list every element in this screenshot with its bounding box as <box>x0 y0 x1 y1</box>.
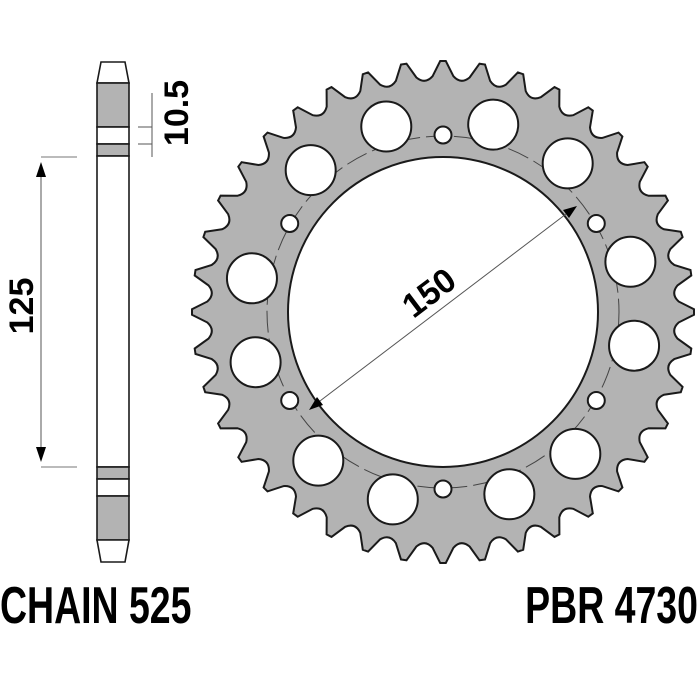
part-number-label: PBR 4730 <box>525 577 698 635</box>
thickness-dimension: 10.5 <box>138 80 196 157</box>
bolt-hole <box>433 479 453 499</box>
large-hole <box>366 473 419 526</box>
sprocket-side-view <box>96 61 130 563</box>
bolt-hole <box>280 391 300 410</box>
bolt-circle-dimension: 125 <box>3 156 77 468</box>
side-view-band-white-bottom <box>96 478 130 497</box>
side-view-band-gray-bottom <box>96 466 130 480</box>
large-hole <box>483 468 536 521</box>
large-hole <box>541 137 594 190</box>
arrow-down-icon <box>36 447 46 462</box>
bolt-hole <box>433 125 453 145</box>
lightening-holes <box>225 98 661 526</box>
large-hole <box>284 144 337 197</box>
large-hole <box>608 319 661 372</box>
side-view-hub-bottom <box>96 495 130 541</box>
bolt-hole <box>586 391 606 410</box>
arrow-upright-icon <box>563 206 577 218</box>
side-view-band-gray-top <box>96 143 130 157</box>
large-hole <box>549 427 602 480</box>
large-hole <box>292 434 345 487</box>
sprocket-front-view <box>191 60 695 564</box>
side-view-top-taper <box>96 61 130 84</box>
chain-size-label: CHAIN 525 <box>0 577 192 635</box>
large-hole <box>225 252 278 305</box>
bolt-hole <box>280 214 300 233</box>
large-hole <box>229 336 282 389</box>
side-view-body <box>96 155 130 468</box>
center-bore <box>287 156 599 468</box>
arrow-up-icon <box>36 162 46 177</box>
large-hole <box>604 235 657 288</box>
bolt-circle-label: 125 <box>3 278 41 335</box>
side-view-band-white-top <box>96 126 130 145</box>
thickness-label: 10.5 <box>158 80 196 146</box>
bolt-hole <box>586 214 606 233</box>
large-hole <box>360 100 413 153</box>
side-view-hub-top <box>96 82 130 128</box>
side-view-bottom-taper <box>96 539 130 563</box>
large-hole <box>467 98 520 151</box>
arrow-downleft-icon <box>309 397 323 410</box>
